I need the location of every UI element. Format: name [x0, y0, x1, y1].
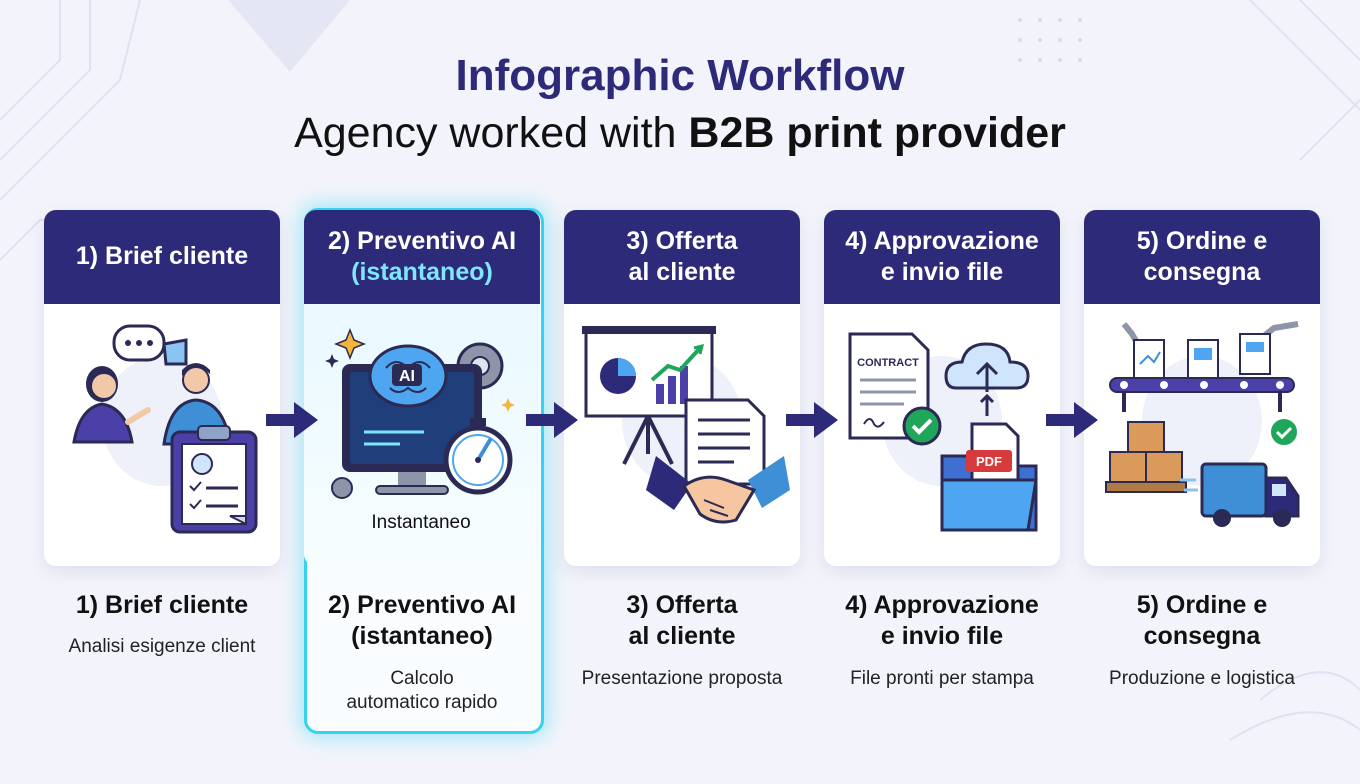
- step-card-illustration: CONTRACT PDF: [824, 304, 1060, 566]
- step-header-line-2: consegna: [1143, 258, 1261, 286]
- arrow-right-icon: [266, 402, 318, 438]
- step-description: Presentazione proposta: [581, 667, 783, 689]
- step-card-illustration: [1084, 304, 1320, 566]
- step-card: 2) Preventivo AI (istantaneo): [304, 210, 540, 566]
- step-card-header: 3) Offerta al cliente: [564, 210, 800, 304]
- step-3: 3) Offerta al cliente: [564, 210, 800, 691]
- subtitle-prefix: Agency worked with: [294, 109, 677, 157]
- arrow-right-icon: [526, 402, 578, 438]
- step-5: 5) Ordine e consegna: [1084, 210, 1320, 691]
- step-caption-line-2: consegna: [1143, 622, 1261, 651]
- step-caption-line-1: 1) Brief cliente: [75, 591, 249, 619]
- subtitle-strong: B2B print provider: [688, 109, 1066, 157]
- step-header-line-1: 5) Ordine e: [1136, 226, 1268, 255]
- step-card-header: 5) Ordine e consegna: [1084, 210, 1320, 304]
- step-1: 1) Brief cliente: [44, 210, 280, 660]
- step-caption: 3) Offerta al cliente: [564, 590, 800, 653]
- step-2: 2) Preventivo AI (istantaneo): [304, 210, 540, 716]
- step-header-line-1: 1) Brief cliente: [75, 242, 249, 271]
- ai-badge: AI: [399, 368, 415, 385]
- step-caption-line-1: 5) Ordine e: [1136, 591, 1268, 619]
- step-card-header: 1) Brief cliente: [44, 210, 280, 304]
- step-card-illustration: [44, 304, 280, 566]
- step-card: 4) Approvazione e invio file CONTRACT: [824, 210, 1060, 566]
- step-description: Calcolo automatico rapido: [346, 667, 498, 714]
- step-caption: 1) Brief cliente: [44, 590, 280, 621]
- step-caption-line-1: 2) Preventivo AI: [327, 591, 517, 619]
- step-card-illustration: AI Instantaneo: [304, 304, 540, 566]
- step-header-line-1: 4) Approvazione: [845, 226, 1039, 255]
- contract-label: CONTRACT: [857, 357, 919, 369]
- step-header-line-2: al cliente: [628, 258, 736, 286]
- illustration-label: Instantaneo: [371, 512, 470, 533]
- presentation-handshake-icon: [582, 326, 790, 524]
- ai-computer-stopwatch-icon: AI Instantaneo: [325, 327, 515, 533]
- step-caption: 2) Preventivo AI (istantaneo): [304, 590, 540, 653]
- step-caption-line-2: e invio file: [880, 622, 1004, 651]
- step-caption: 5) Ordine e consegna: [1084, 590, 1320, 653]
- step-card: 1) Brief cliente: [44, 210, 280, 566]
- step-description: Analisi esigenze client: [68, 636, 256, 658]
- step-4: 4) Approvazione e invio file CONTRACT: [824, 210, 1060, 691]
- step-caption-line-2: al cliente: [628, 622, 736, 651]
- step-description: File pronti per stampa: [850, 667, 1034, 689]
- step-caption-line-1: 4) Approvazione: [845, 591, 1039, 619]
- client-meeting-clipboard-icon: [72, 324, 258, 534]
- step-card: 5) Ordine e consegna: [1084, 210, 1320, 566]
- step-caption: 4) Approvazione e invio file: [824, 590, 1060, 653]
- step-header-line-2: e invio file: [880, 258, 1004, 286]
- arrow-right-icon: [786, 402, 838, 438]
- step-header-line-1: 3) Offerta: [626, 226, 738, 255]
- step-caption-line-2: (istantaneo): [351, 622, 493, 651]
- step-card: 3) Offerta al cliente: [564, 210, 800, 566]
- step-card-header: 2) Preventivo AI (istantaneo): [304, 210, 540, 304]
- arrow-right-icon: [1046, 402, 1098, 438]
- step-card-header: 4) Approvazione e invio file: [824, 210, 1060, 304]
- step-description: Produzione e logistica: [1109, 667, 1295, 689]
- page-title: Infographic Workflow: [455, 51, 905, 100]
- step-header-line-1: 2) Preventivo AI: [327, 226, 517, 255]
- step-caption-line-1: 3) Offerta: [626, 591, 738, 619]
- step-header-line-2: (istantaneo): [351, 258, 493, 286]
- step-card-illustration: [564, 304, 800, 566]
- contract-cloud-pdf-folder-icon: CONTRACT PDF: [848, 332, 1038, 532]
- conveyor-boxes-truck-icon: [1105, 321, 1300, 527]
- page-subtitle: Agency worked with B2B print provider: [0, 109, 1360, 157]
- pdf-label: PDF: [976, 454, 1002, 469]
